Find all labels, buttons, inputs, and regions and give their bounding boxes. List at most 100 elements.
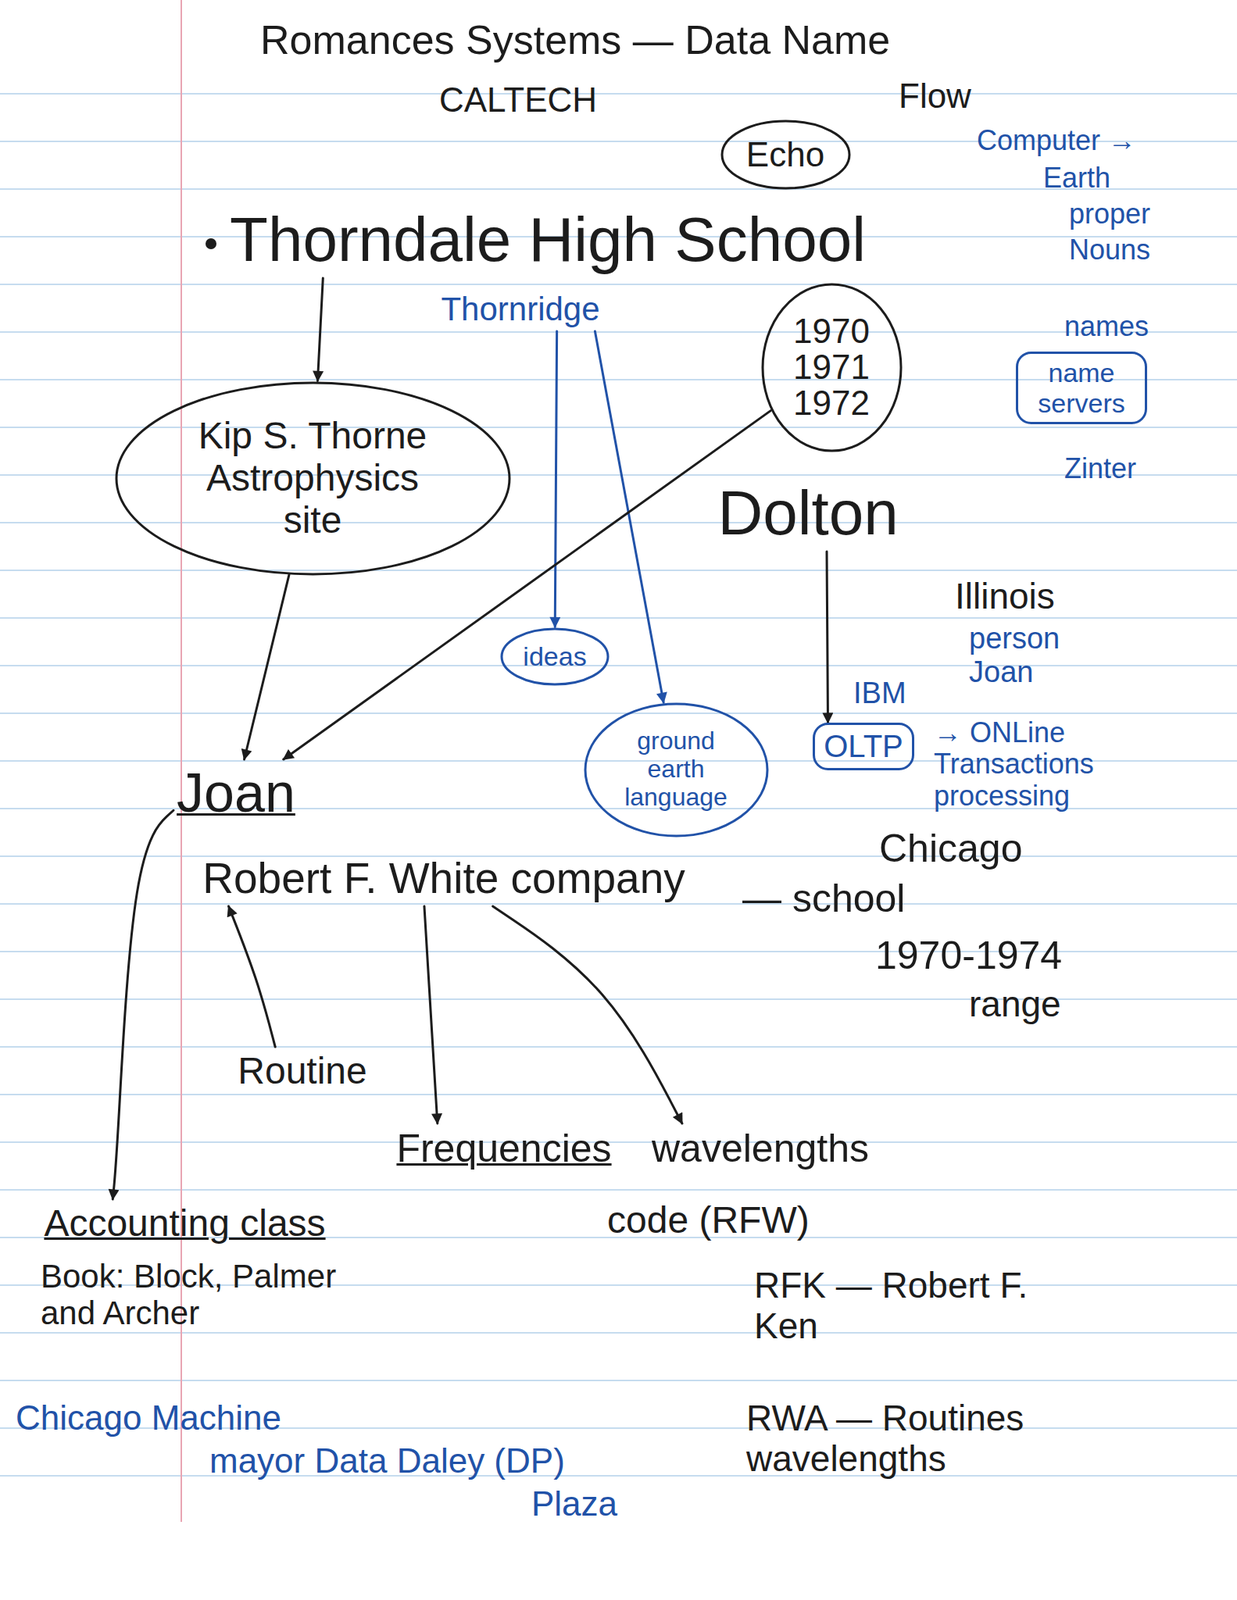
ruled-line xyxy=(0,331,1237,333)
node-body: Frequencies xyxy=(396,1126,612,1171)
node-text: Routine xyxy=(237,1050,367,1093)
ruled-line xyxy=(0,1475,1237,1477)
node-text: Accounting class xyxy=(43,1202,326,1245)
text-node: Routine xyxy=(234,1047,371,1096)
node-text: ground earth language xyxy=(617,727,735,812)
page-title: Romances Systems — Data Name xyxy=(260,17,891,63)
ruled-line xyxy=(0,1189,1237,1191)
note-text: names xyxy=(1064,311,1149,343)
ellipse-outline xyxy=(585,704,768,837)
connector-arrow xyxy=(554,331,557,628)
ellipse-node: Echo xyxy=(720,119,851,190)
node-text: Robert F. White company xyxy=(202,854,685,904)
ruled-line xyxy=(0,664,1237,667)
box-outline xyxy=(1017,353,1147,424)
text-node: Robert F. White company xyxy=(199,851,689,907)
node-text: Joan xyxy=(176,762,296,824)
note-text: Chicago Machine xyxy=(15,1398,282,1438)
note-text: IBM xyxy=(853,676,907,711)
ruled-line xyxy=(0,92,1237,95)
connector-arrow xyxy=(228,906,276,1048)
text-node: Frequencies xyxy=(393,1123,615,1174)
text-node: Accounting class xyxy=(40,1199,329,1248)
node-body: Thorndale High School xyxy=(229,204,866,276)
text-node: Joan xyxy=(173,759,299,828)
node-text: ideas xyxy=(522,641,587,672)
node-body: ground earth language xyxy=(617,727,735,812)
note-text: — school xyxy=(742,876,905,921)
note-text: Zinter xyxy=(1064,453,1137,485)
node-body: ideas xyxy=(522,641,587,672)
ruled-line xyxy=(0,426,1237,429)
note-text: Illinois xyxy=(954,576,1055,618)
ellipse-outline xyxy=(116,382,510,575)
note-text: proper xyxy=(1068,198,1151,230)
text-node: Dolton xyxy=(714,475,902,552)
ruled-line xyxy=(0,1380,1237,1382)
ruled-line xyxy=(0,283,1237,286)
ellipse-outline xyxy=(501,629,608,685)
ellipse-outline xyxy=(722,121,850,189)
ruled-line xyxy=(0,1141,1237,1144)
ruled-line xyxy=(0,521,1237,524)
note-text: Earth xyxy=(1043,162,1111,194)
ellipse-node: ground earth language xyxy=(583,702,769,838)
ruled-line xyxy=(0,1093,1237,1096)
node-body: Dolton xyxy=(717,478,898,549)
node-text: Thorndale High School xyxy=(229,204,866,276)
connector-arrow xyxy=(826,551,829,723)
note-text: Nouns xyxy=(1068,234,1151,266)
node-body: Joan xyxy=(176,762,296,824)
ruled-line xyxy=(0,903,1237,905)
note-text: Computer → xyxy=(976,125,1137,157)
ruled-lines xyxy=(0,93,1237,1477)
connector-arrow xyxy=(244,575,290,760)
ellipse-node: 1970 1971 1972 xyxy=(761,282,903,453)
ruled-line xyxy=(0,569,1237,572)
connector-arrow xyxy=(493,906,683,1124)
note-text: Plaza xyxy=(531,1484,618,1524)
node-text: OLTP xyxy=(823,729,904,765)
box-outline xyxy=(814,724,914,770)
node-body: name servers xyxy=(1026,357,1137,418)
ruled-line xyxy=(0,617,1237,619)
rounded-box: name servers xyxy=(1015,351,1148,425)
note-text: Flow xyxy=(898,76,972,115)
node-text: Dolton xyxy=(717,478,898,549)
ruled-line xyxy=(0,712,1237,715)
text-node: wavelengths xyxy=(648,1123,873,1174)
ellipse-node: Kip S. ThorneAstrophysics site xyxy=(114,381,512,576)
connector-arrow xyxy=(424,906,438,1124)
note-text: mayor Data Daley (DP) xyxy=(209,1441,565,1481)
note-text: 1970-1974 xyxy=(875,933,1062,978)
node-body: Routine xyxy=(237,1050,367,1093)
node-text: Echo xyxy=(746,135,825,174)
note-text: code (RFW) xyxy=(607,1199,810,1242)
node-body: Thornridge xyxy=(440,290,600,328)
node-text: name servers xyxy=(1026,357,1137,418)
note-text: RWA — Routines wavelengths xyxy=(746,1398,1059,1480)
node-body: Kip S. ThorneAstrophysics site xyxy=(179,414,446,541)
note-text: Chicago xyxy=(879,826,1023,871)
node-text: Kip S. Thorne xyxy=(179,414,446,458)
node-body: OLTP xyxy=(823,729,904,765)
note-text: range xyxy=(968,984,1062,1026)
ruled-line xyxy=(0,474,1237,476)
ruled-line xyxy=(0,1332,1237,1334)
rounded-box: OLTP xyxy=(812,722,915,771)
note-text: CALTECH xyxy=(439,80,598,119)
text-node: Thorndale High School xyxy=(226,201,869,279)
note-text: → ONLine Transactions processing xyxy=(933,717,1161,812)
text-node: Thornridge xyxy=(437,287,604,332)
note-text: Book: Block, Palmer and Archer xyxy=(40,1258,369,1332)
ellipse-node: ideas xyxy=(500,627,610,687)
node-body: Echo xyxy=(746,135,825,174)
node-body: wavelengths xyxy=(651,1126,869,1171)
ellipse-outline xyxy=(762,284,901,451)
node-body: 1970 1971 1972 xyxy=(788,313,875,422)
node-body: Accounting class xyxy=(43,1202,326,1245)
node-text: wavelengths xyxy=(651,1126,869,1171)
node-text: Thornridge xyxy=(440,290,600,328)
note-text: RFK — Robert F. Ken xyxy=(754,1265,1052,1347)
